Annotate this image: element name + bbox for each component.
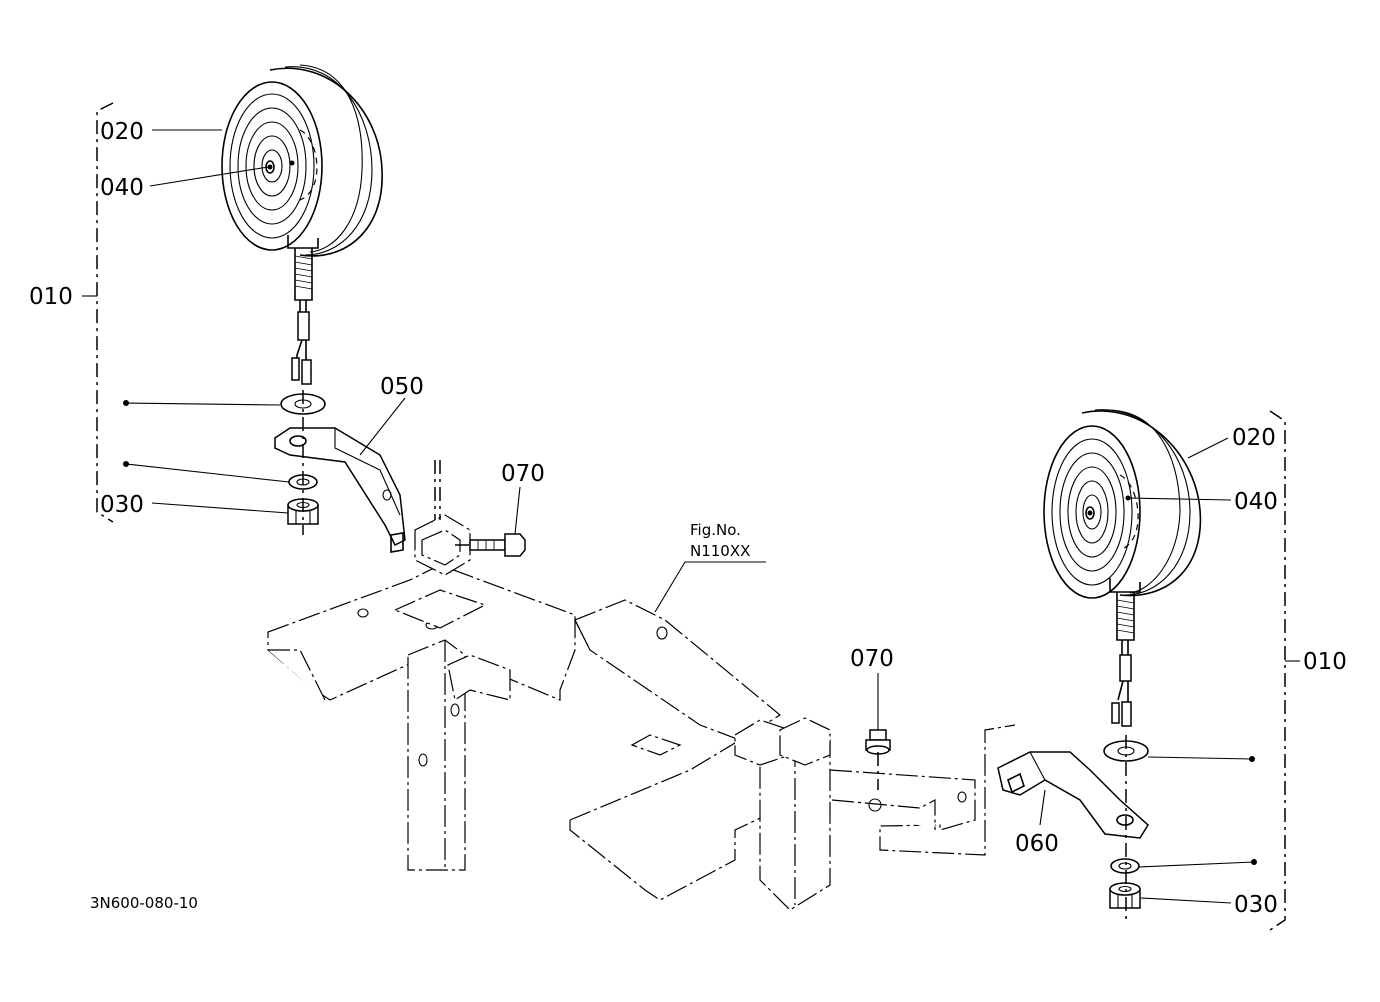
callout-bracket-right: 060 (1015, 831, 1059, 857)
right-work-lamp (997, 409, 1202, 920)
left-work-lamp (221, 64, 406, 553)
callout-bulb-left: 040 (100, 175, 144, 201)
callout-nut-right: 030 (1234, 892, 1278, 918)
callout-nut-left: 030 (100, 492, 144, 518)
callout-group-right: 010 (1303, 649, 1347, 675)
callout-bolt-left: 070 (501, 461, 545, 487)
left-bolt (455, 533, 526, 557)
callout-bulb-right: 040 (1234, 489, 1278, 515)
right-bolt (865, 729, 891, 790)
drawing-code: 3N600-080-10 (90, 894, 198, 912)
callout-lamp-left: 020 (100, 119, 144, 145)
callout-group-left: 010 (29, 284, 73, 310)
leader-lines (123, 129, 1257, 904)
figure-ref-line2: N110XX (690, 542, 750, 560)
right-group-bracket (1269, 410, 1286, 931)
callout-lamp-right: 020 (1232, 425, 1276, 451)
left-group-bracket (96, 102, 114, 523)
figure-ref-line1: Fig.No. (690, 521, 741, 539)
tractor-frame (267, 514, 1016, 911)
callout-bracket-left: 050 (380, 374, 424, 400)
callout-bolt-right: 070 (850, 646, 894, 672)
